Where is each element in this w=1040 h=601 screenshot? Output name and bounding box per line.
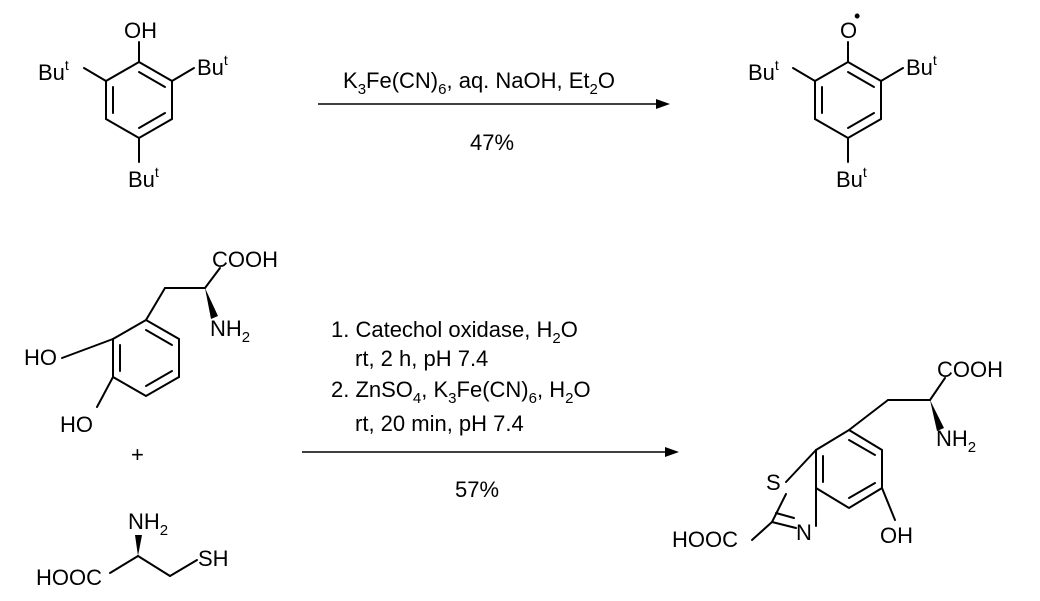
radical-dot: • [854, 6, 860, 26]
carboxyl-label: COOH [937, 357, 1003, 382]
product-benzothiazole-amino-acid: COOH NH2 S N OH HOOC [672, 357, 1003, 552]
amine-label: NH2 [128, 509, 168, 539]
reaction1-yield: 47% [470, 130, 514, 155]
reaction2-yield: 57% [455, 477, 499, 502]
tbu-bottom-label: But [836, 164, 867, 192]
carboxyl-label: COOH [212, 247, 278, 272]
tbu-left-label: But [748, 57, 779, 85]
product-phenoxyl-radical: O • But But But [748, 6, 937, 192]
reactant-tri-tert-butylphenol: OH But But But [38, 18, 228, 192]
reactant-l-dopa: COOH NH2 HO HO [24, 247, 278, 437]
sulfur-label: S [766, 470, 781, 495]
reaction1-conditions: K3Fe(CN)6, aq. NaOH, Et2O [343, 68, 615, 98]
benzene-ring [815, 428, 883, 510]
ring-ch2-bond [145, 287, 166, 321]
c-tbu-right-bond [171, 67, 195, 82]
tbu-bottom-label: But [128, 164, 159, 192]
c-oh-bond-2 [96, 376, 114, 408]
tbu-right-label: But [906, 52, 937, 80]
c2-cooh-bond [751, 521, 773, 541]
hydroxyl-label: OH [880, 523, 913, 548]
ring-ch2-bond [848, 399, 889, 431]
cooh-calpha-bond [109, 555, 139, 574]
ch2-s-bond [169, 559, 198, 577]
reactant-l-cysteine: NH2 SH HOOC [36, 509, 229, 590]
reaction2-step2: 2. ZnSO4, K3Fe(CN)6, H2O [331, 377, 591, 407]
reaction2-step2-details: rt, 20 min, pH 7.4 [355, 411, 524, 436]
reaction2-arrow [302, 447, 679, 457]
c-tbu-left-bond [792, 67, 816, 82]
amine-label: NH2 [210, 316, 250, 346]
wedge-bond-nh2 [930, 400, 944, 431]
thiol-label: SH [198, 546, 229, 571]
c-oh-bond-1 [61, 338, 114, 359]
c-tbu-left-bond [83, 67, 107, 82]
wedge-bond-nh2 [135, 535, 142, 556]
hydroxyl-label-2: HO [60, 412, 93, 437]
calpha-cooh-bond [204, 267, 221, 289]
nitrogen-label: N [796, 520, 812, 545]
thiazole-ring [771, 449, 817, 529]
c-tbu-right-bond [880, 67, 904, 82]
wedge-bond-nh2 [205, 288, 218, 319]
reaction2-step1: 1. Catechol oxidase, H2O [331, 317, 578, 347]
tbu-right-label: But [197, 52, 228, 80]
benzene-ring [112, 318, 180, 398]
tbu-left-label: But [38, 57, 69, 85]
calpha-ch2-bond [137, 555, 171, 577]
oxygen-label: O [840, 18, 857, 43]
c-oh-bond [881, 487, 896, 521]
carboxyl-label-2: HOOC [672, 527, 738, 552]
amine-label: NH2 [936, 426, 976, 456]
reaction1-arrow [318, 99, 670, 109]
plus-sign: + [131, 442, 144, 467]
benzene-ring [814, 60, 882, 140]
carboxyl-label: HOOC [36, 565, 102, 590]
hydroxyl-label-1: HO [24, 345, 57, 370]
reaction2-step1-details: rt, 2 h, pH 7.4 [355, 346, 488, 371]
benzene-ring [105, 60, 173, 140]
calpha-cooh-bond [929, 377, 946, 401]
hydroxyl-label: OH [124, 18, 157, 43]
